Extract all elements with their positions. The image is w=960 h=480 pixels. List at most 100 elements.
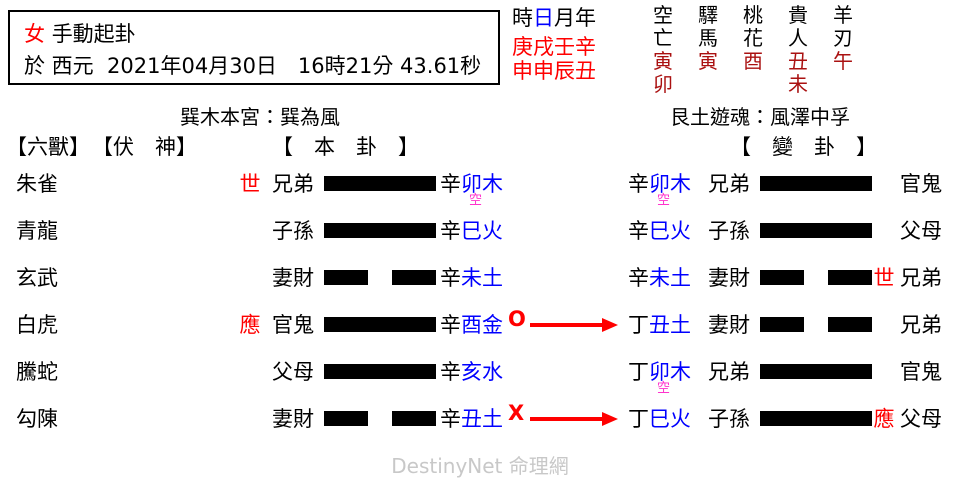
shensha-block: 空 亡 寅 卯 驛 馬 寅 桃 花 酉 貴 人 丑 未 羊 刃 午 xyxy=(650,4,856,96)
hexagram-line-yang-left xyxy=(324,176,436,191)
hexagram-line-yang-right xyxy=(760,176,872,191)
hexagram-row: 青龍子孫辛巳火辛巳火子孫父母 xyxy=(0,210,960,257)
shi-ying-marker-right: 世 xyxy=(873,266,895,290)
six-beast-label: 白虎 xyxy=(16,313,58,337)
stem-branch-right: 辛未土 xyxy=(628,266,691,290)
shensha-name-top: 貴 xyxy=(788,3,808,27)
six-beast-label: 朱雀 xyxy=(16,172,58,196)
six-relatives-left: 父母 xyxy=(272,360,314,384)
site-watermark: DestinyNet 命理網 xyxy=(391,454,569,478)
hexagram-row: 玄武妻財辛未土辛未土妻財世兄弟 xyxy=(0,257,960,304)
header-six-beasts: 【六獸】 xyxy=(6,135,90,159)
shensha-column: 羊 刃 午 xyxy=(830,4,856,96)
pillar-earthly-branches: 申申辰丑 xyxy=(512,59,596,83)
kong-marker-right: 空 xyxy=(657,193,671,208)
hexagram-line-yin-right xyxy=(760,270,872,285)
pillar-heavenly-stems: 庚戌壬辛 xyxy=(512,35,596,59)
kong-marker-left: 空 xyxy=(469,193,483,208)
six-relatives-far-right: 兄弟 xyxy=(900,313,942,337)
hexagram-line-yang-left xyxy=(324,364,436,379)
stem-branch-left: 辛卯木空 xyxy=(440,172,503,208)
pillar-headers: 時日月年 xyxy=(512,6,596,30)
shensha-name-top: 桃 xyxy=(743,3,763,27)
header-hidden-spirits: 【伏 神】 xyxy=(92,135,197,159)
primary-hexagram-palace-label: 巽木本宮：巽為風 xyxy=(180,105,340,129)
shensha-value-bottom: 卯 xyxy=(653,72,673,96)
shensha-name-top: 驛 xyxy=(698,3,718,27)
six-relatives-far-right: 兄弟 xyxy=(900,266,942,290)
stem-branch-right: 丁丑土 xyxy=(628,313,691,337)
hexagram-line-yin-left xyxy=(324,270,436,285)
six-relatives-left: 妻財 xyxy=(272,407,314,431)
shensha-value-top: 午 xyxy=(833,49,853,73)
stem-branch-left: 辛未土 xyxy=(440,266,503,290)
header-primary-hexagram: 【 本 卦 】 xyxy=(272,135,419,159)
shensha-name-bottom: 人 xyxy=(788,26,808,50)
stem-branch-left: 辛亥水 xyxy=(440,360,503,384)
hexagram-line-yang-left xyxy=(324,223,436,238)
six-relatives-left: 子孫 xyxy=(272,219,314,243)
stem-branch-left: 辛酉金 xyxy=(440,313,503,337)
six-relatives-far-right: 官鬼 xyxy=(900,172,942,196)
changed-hexagram-palace-label: 艮土遊魂：風澤中孚 xyxy=(670,105,850,129)
kong-marker-right: 空 xyxy=(657,381,671,396)
six-relatives-left: 官鬼 xyxy=(272,313,314,337)
moving-line-marker-yin: X xyxy=(508,401,525,425)
six-relatives-right: 子孫 xyxy=(708,407,750,431)
hexagram-line-yin-right xyxy=(760,317,872,332)
shensha-name-bottom: 刃 xyxy=(833,26,853,50)
hexagram-line-yang-left xyxy=(324,317,436,332)
stem-branch-left: 辛丑土 xyxy=(440,407,503,431)
six-relatives-far-right: 父母 xyxy=(900,407,942,431)
shensha-value-top: 酉 xyxy=(743,49,763,73)
query-info-box: 女 手動起卦 於 西元 2021年04月30日 16時21分 43.61秒 xyxy=(8,10,500,85)
query-method-line: 女 手動起卦 xyxy=(24,21,136,47)
shensha-name-bottom: 馬 xyxy=(698,26,718,50)
shensha-value-bottom: 未 xyxy=(788,72,808,96)
four-pillars-block: 時日月年 庚戌壬辛 申申辰丑 xyxy=(512,6,632,83)
six-relatives-far-right: 父母 xyxy=(900,219,942,243)
stem-branch-right: 丁卯木空 xyxy=(628,360,691,396)
six-beast-label: 玄武 xyxy=(16,266,58,290)
six-relatives-right: 兄弟 xyxy=(708,360,750,384)
hexagram-line-yang-right xyxy=(760,223,872,238)
gender-label: 女 xyxy=(24,22,45,46)
six-relatives-right: 兄弟 xyxy=(708,172,750,196)
calendar-prefix-label: 於 西元 xyxy=(24,54,94,78)
transform-arrow-icon xyxy=(530,412,618,426)
transform-arrow-icon xyxy=(530,318,618,332)
hexagram-line-yin-left xyxy=(324,411,436,426)
six-relatives-far-right: 官鬼 xyxy=(900,360,942,384)
shensha-value-top: 寅 xyxy=(653,49,673,73)
shensha-name-top: 空 xyxy=(653,3,673,27)
stem-branch-right: 辛卯木空 xyxy=(628,172,691,208)
cast-method-label: 手動起卦 xyxy=(51,22,136,46)
stem-branch-right: 丁巳火 xyxy=(628,407,691,431)
six-relatives-right: 妻財 xyxy=(708,266,750,290)
six-beast-label: 青龍 xyxy=(16,219,58,243)
six-relatives-right: 子孫 xyxy=(708,219,750,243)
six-relatives-left: 兄弟 xyxy=(272,172,314,196)
shensha-value-top: 寅 xyxy=(698,49,718,73)
six-relatives-right: 妻財 xyxy=(708,313,750,337)
six-beast-label: 勾陳 xyxy=(16,407,58,431)
shi-ying-marker-right: 應 xyxy=(873,407,895,431)
shensha-value-top: 丑 xyxy=(788,49,808,73)
six-beast-label: 騰蛇 xyxy=(16,360,58,384)
hexagram-line-yang-right xyxy=(760,411,872,426)
hexagram-row: 朱雀世兄弟辛卯木空辛卯木空兄弟官鬼 xyxy=(0,163,960,210)
header-changed-hexagram: 【 變 卦 】 xyxy=(730,135,877,159)
shensha-column: 空 亡 寅 卯 xyxy=(650,4,676,96)
shi-ying-marker-left: 應 xyxy=(239,313,261,337)
hexagram-line-yang-right xyxy=(760,364,872,379)
shensha-column: 桃 花 酉 xyxy=(740,4,766,96)
shensha-column: 驛 馬 寅 xyxy=(695,4,721,96)
shensha-name-bottom: 亡 xyxy=(653,26,673,50)
shi-ying-marker-left: 世 xyxy=(239,172,261,196)
shensha-column: 貴 人 丑 未 xyxy=(785,4,811,96)
shensha-name-bottom: 花 xyxy=(743,26,763,50)
six-relatives-left: 妻財 xyxy=(272,266,314,290)
stem-branch-right: 辛巳火 xyxy=(628,219,691,243)
